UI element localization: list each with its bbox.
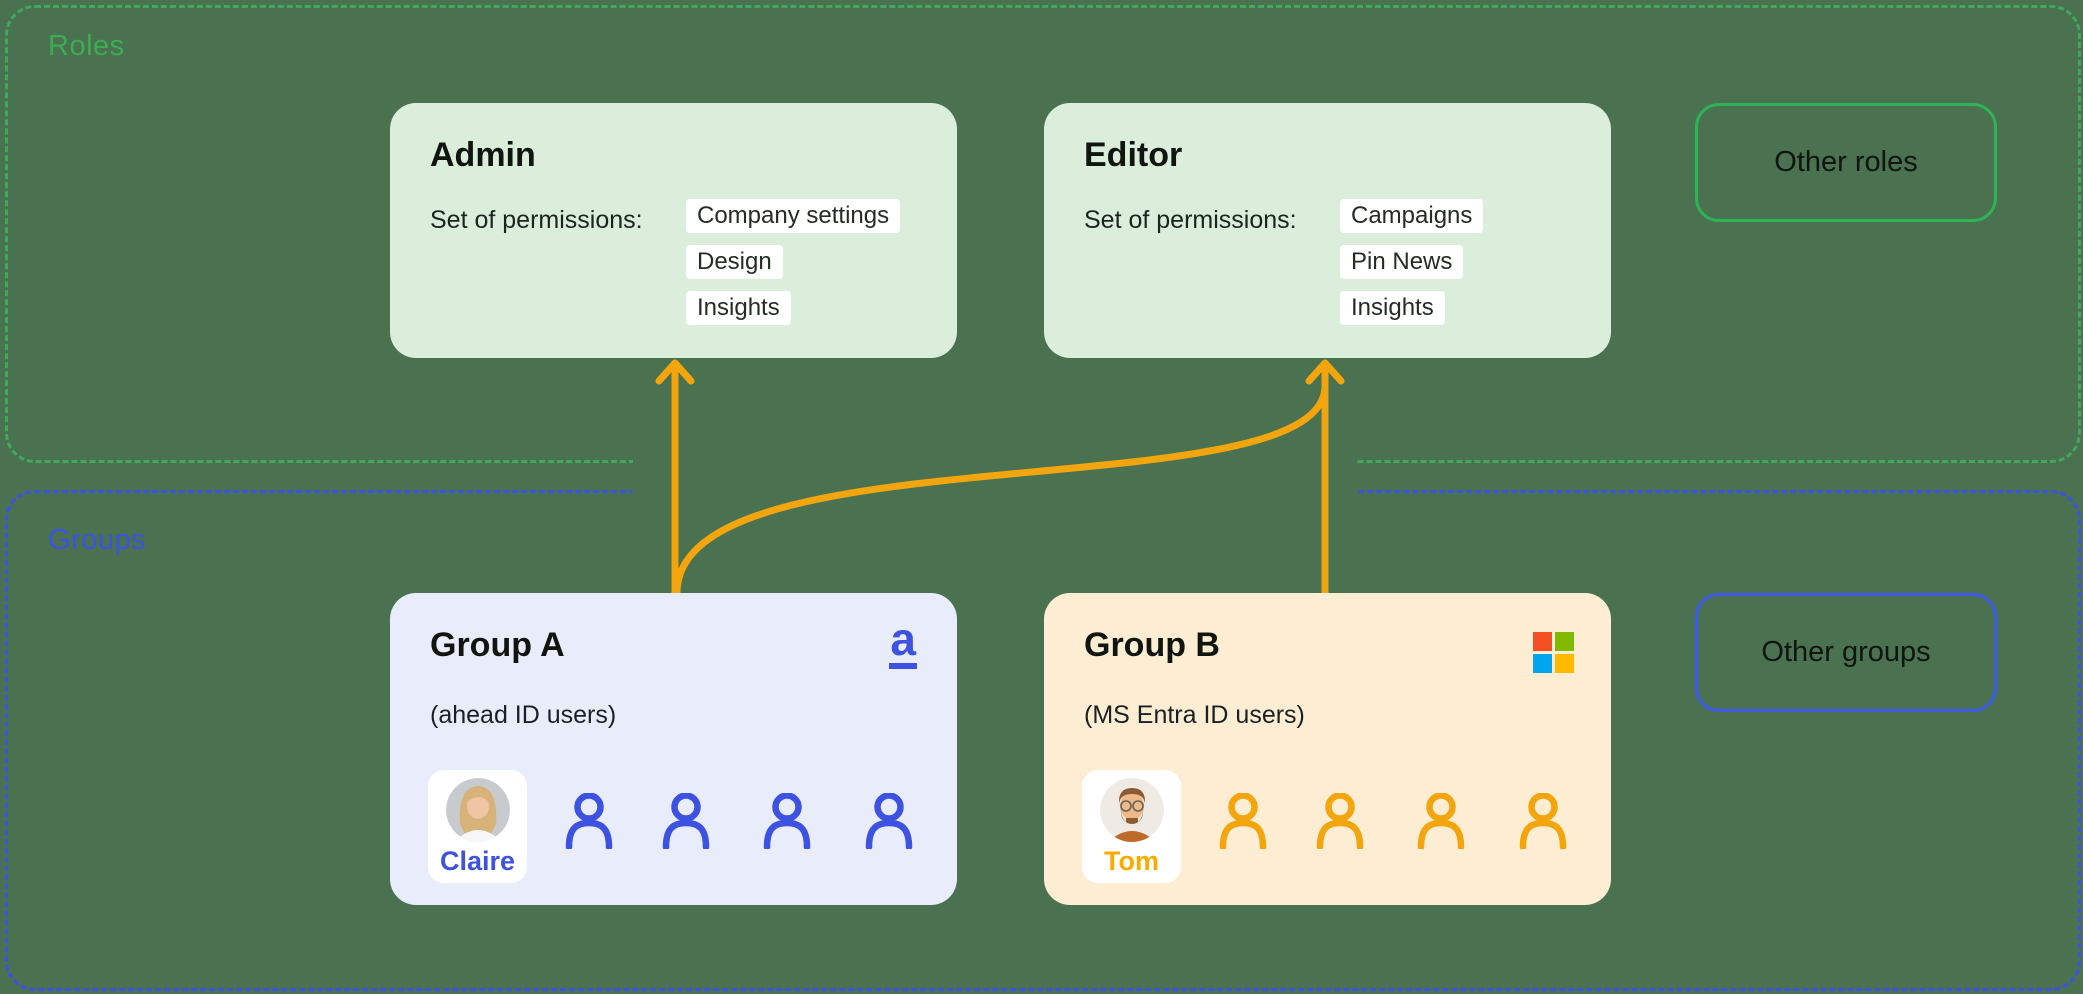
editor-permissions-list: Campaigns Pin News Insights <box>1340 199 1484 325</box>
member-name: Claire <box>439 846 516 876</box>
other-roles-box: Other roles <box>1695 103 1997 222</box>
group-b-title: Group B <box>1084 626 1220 664</box>
permission-tag: Design <box>686 245 783 279</box>
ahead-logo-icon: a <box>889 615 917 670</box>
editor-permissions-label: Set of permissions: <box>1084 206 1297 234</box>
permission-tag: Insights <box>1340 291 1445 325</box>
person-icon <box>763 793 811 849</box>
group-a-subtitle: (ahead ID users) <box>430 701 617 729</box>
avatar-tom <box>1099 778 1164 842</box>
role-card-editor: Editor Set of permissions: Campaigns Pin… <box>1044 103 1611 358</box>
admin-permissions-label: Set of permissions: <box>430 206 643 234</box>
groups-section-frame <box>5 490 2081 991</box>
group-card-b: Group B (MS Entra ID users) Tom <box>1044 593 1611 905</box>
other-groups-box: Other groups <box>1695 593 1997 712</box>
member-tile-tom: Tom <box>1082 770 1181 883</box>
member-name: Tom <box>1104 846 1159 876</box>
editor-title: Editor <box>1084 136 1183 174</box>
permission-tag: Company settings <box>686 199 901 233</box>
frame-gap-mask <box>633 440 1357 508</box>
group-a-title: Group A <box>430 626 565 664</box>
ms-logo-square-blue <box>1533 654 1552 673</box>
person-icon <box>1316 793 1364 849</box>
permission-tag: Insights <box>686 291 791 325</box>
avatar-claire <box>445 778 510 842</box>
admin-permissions-list: Company settings Design Insights <box>686 199 901 325</box>
person-icon <box>565 793 613 849</box>
groups-section-label: Groups <box>48 524 147 556</box>
admin-title: Admin <box>430 136 536 174</box>
group-b-subtitle: (MS Entra ID users) <box>1084 701 1305 729</box>
role-card-admin: Admin Set of permissions: Company settin… <box>390 103 957 358</box>
member-tile-claire: Claire <box>428 770 527 883</box>
roles-section-frame <box>5 5 2081 463</box>
person-icon <box>662 793 710 849</box>
group-card-a: Group A a (ahead ID users) Claire <box>390 593 957 905</box>
permission-tag: Campaigns <box>1340 199 1484 233</box>
person-icon <box>865 793 913 849</box>
ms-logo-square-yellow <box>1555 654 1574 673</box>
ms-logo-square-green <box>1555 632 1574 651</box>
ms-logo-square-red <box>1533 632 1552 651</box>
microsoft-logo-icon <box>1533 632 1574 673</box>
person-icon <box>1219 793 1267 849</box>
person-icon <box>1519 793 1567 849</box>
permission-tag: Pin News <box>1340 245 1464 279</box>
roles-section-label: Roles <box>48 30 125 62</box>
person-icon <box>1417 793 1465 849</box>
